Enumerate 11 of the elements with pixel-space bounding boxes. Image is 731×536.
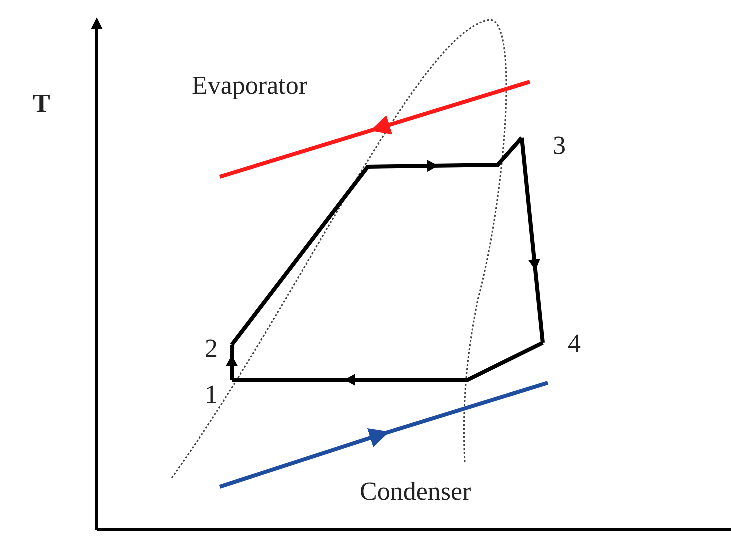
stream-label: Evaporator	[192, 72, 308, 100]
state-point-label: 2	[205, 335, 218, 363]
process-arrow	[226, 345, 238, 380]
process-arrow	[520, 138, 545, 344]
process-arrow	[230, 136, 524, 346]
stream-label: Condenser	[360, 478, 472, 506]
state-point-label: 3	[553, 132, 566, 160]
state-point-label: 4	[568, 330, 581, 358]
process-arrow	[232, 341, 544, 386]
state-point-label: 1	[205, 381, 218, 409]
axis-label: T	[33, 90, 50, 118]
